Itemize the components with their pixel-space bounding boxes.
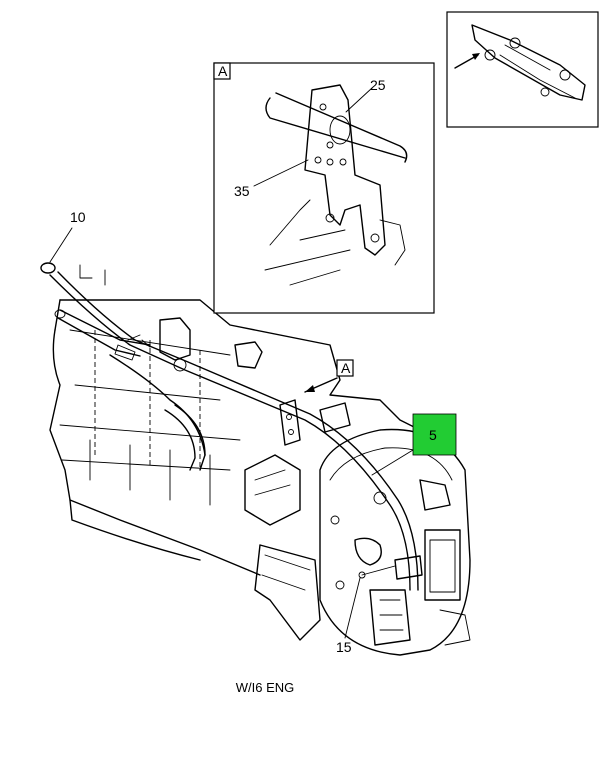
- callout-10: 10: [70, 209, 86, 225]
- leader-15: [344, 577, 361, 639]
- detail-a-label: A: [218, 63, 228, 79]
- callout-5: 5: [429, 427, 437, 443]
- detail-a: A: [213, 62, 435, 314]
- detail-a-frame: [213, 62, 435, 314]
- callout-25: 25: [370, 77, 386, 93]
- leader-5: [371, 449, 414, 476]
- highlight-box-5: [412, 413, 457, 456]
- view-a-ref-box: [336, 359, 354, 377]
- leader-35: [253, 159, 309, 187]
- clamp: [358, 555, 423, 580]
- callout-15: 15: [336, 639, 352, 655]
- leader-10: [49, 227, 73, 263]
- callout-35: 35: [234, 183, 250, 199]
- diagram-caption: W/I6 ENG: [235, 680, 295, 695]
- locator-inset: [446, 11, 599, 128]
- detail-a-label-box: [213, 62, 231, 80]
- view-a-ref-label: A: [341, 360, 351, 376]
- leader-25: [345, 87, 373, 113]
- view-a-arrowhead: [305, 385, 315, 392]
- dipstick-tube: [40, 262, 419, 591]
- tube-bracket: [279, 399, 351, 446]
